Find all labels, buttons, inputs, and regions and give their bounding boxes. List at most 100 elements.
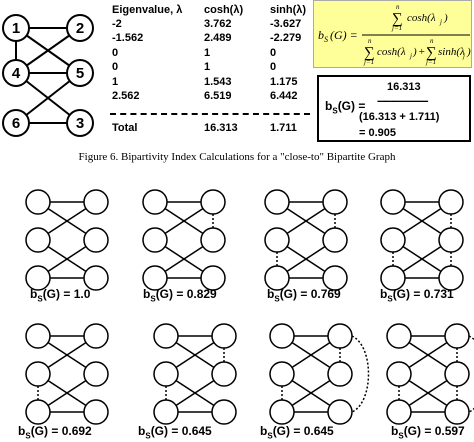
graph-1-node-6 — [83, 265, 109, 291]
graph-5-node-4 — [83, 323, 109, 349]
graph-3-node-6 — [322, 265, 348, 291]
node-1: 1 — [2, 14, 30, 42]
svg-text:∑: ∑ — [364, 45, 375, 61]
graph-4-node-1 — [380, 189, 406, 215]
svg-text:4: 4 — [12, 65, 21, 82]
graph-label-7: bS(G) = 0.645 — [260, 424, 334, 441]
cell-lambda: -1.562 — [112, 32, 144, 44]
graph-7-node-6 — [327, 399, 353, 425]
graph-7-node-1 — [269, 323, 295, 349]
svg-text:j: j — [409, 52, 412, 60]
svg-text:cosh(λ: cosh(λ — [377, 46, 406, 58]
svg-text:+: + — [418, 46, 425, 58]
cell-cosh: 1.543 — [204, 76, 232, 88]
figure-caption: Figure 6. Bipartivity Index Calculations… — [78, 151, 396, 163]
svg-text:sinh(λ: sinh(λ — [438, 46, 465, 58]
graph-label-6: bS(G) = 0.645 — [138, 424, 212, 441]
svg-text:): ) — [443, 12, 448, 24]
svg-text:n: n — [368, 37, 372, 45]
main-graph-nodes: 1 2 4 5 6 3 — [2, 14, 94, 137]
graph-6-node-4 — [211, 323, 237, 349]
header-cosh: cosh(λ) — [204, 4, 244, 16]
svg-text:j: j — [462, 52, 465, 60]
calc-result: = 0.905 — [359, 127, 397, 139]
node-6: 6 — [2, 109, 30, 137]
graph-5-node-2 — [25, 361, 51, 387]
svg-text:3: 3 — [76, 115, 84, 132]
graph-2-node-4 — [200, 189, 226, 215]
cell-sinh: -3.627 — [270, 18, 302, 30]
cell-lambda: 2.562 — [112, 90, 140, 102]
cell-cosh: 6.519 — [204, 90, 232, 102]
cell-sinh: -2.279 — [270, 32, 302, 44]
graph-2-node-5 — [200, 227, 226, 253]
calc-denominator: (16.313 + 1.711) — [359, 111, 440, 123]
svg-text:1: 1 — [12, 20, 20, 37]
graph-1-node-5 — [83, 227, 109, 253]
svg-text:S: S — [324, 35, 328, 44]
cell-lambda: 0 — [112, 61, 119, 73]
graph-7-node-4 — [327, 323, 353, 349]
graph-3-node-4 — [322, 189, 348, 215]
graph-5-node-1 — [25, 323, 51, 349]
graph-4-node-6 — [438, 265, 464, 291]
graph-6-node-6 — [211, 399, 237, 425]
table-divider — [110, 113, 310, 115]
svg-text:∑: ∑ — [426, 45, 437, 61]
cell-lambda: 1 — [112, 76, 119, 88]
graph-8-node-4 — [444, 323, 470, 349]
cell-lambda: 0 — [112, 47, 119, 59]
svg-text:j: j — [439, 18, 442, 26]
graph-6-node-2 — [153, 361, 179, 387]
cell-cosh: 2.489 — [204, 32, 232, 44]
svg-text:(G) =: (G) = — [330, 28, 358, 42]
graph-5-node-6 — [83, 399, 109, 425]
graph-1-node-1 — [25, 189, 51, 215]
graph-2-node-2 — [142, 227, 168, 253]
graph-8-node-2 — [386, 361, 412, 387]
graph-7-node-2 — [269, 361, 295, 387]
graph-6-node-3 — [153, 399, 179, 425]
calc-divider: ------------------- — [377, 95, 429, 107]
graph-2-node-1 — [142, 189, 168, 215]
svg-text:6: 6 — [12, 115, 20, 132]
graph-3-node-3 — [264, 265, 290, 291]
graph-label-8: bS(G) = 0.597 — [391, 424, 465, 441]
svg-text:j=1: j=1 — [391, 24, 402, 32]
graph-8-node-1 — [386, 323, 412, 349]
cell-cosh: 3.762 — [204, 18, 232, 30]
graph-5-node-3 — [25, 399, 51, 425]
graph-1-node-3 — [25, 265, 51, 291]
graph-3-node-5 — [322, 227, 348, 253]
header-sinh: sinh(λ) — [270, 4, 307, 16]
svg-text:j=1: j=1 — [363, 58, 374, 66]
graph-4-node-2 — [380, 227, 406, 253]
header-eigenvalue: Eigenvalue, λ — [112, 4, 183, 16]
graph-label-1: bS(G) = 1.0 — [30, 287, 91, 304]
graph-8-node-6 — [444, 399, 470, 425]
node-4: 4 — [2, 59, 30, 87]
graph-4-node-5 — [438, 227, 464, 253]
graph-label-2: bS(G) = 0.829 — [143, 287, 217, 304]
node-5: 5 — [66, 59, 94, 87]
graph-8-node-3 — [386, 399, 412, 425]
svg-text:j=1: j=1 — [425, 58, 436, 66]
calc-numerator: 16.313 — [387, 81, 421, 93]
graph-label-4: bS(G) = 0.731 — [380, 287, 454, 304]
svg-text:2: 2 — [76, 20, 84, 37]
total-sinh: 1.711 — [270, 122, 297, 134]
cell-sinh: 0 — [270, 47, 277, 59]
svg-text:n: n — [396, 3, 400, 11]
cell-sinh: 1.175 — [270, 76, 298, 88]
calculation-box: bS(G) = 16.313 ------------------- (16.3… — [317, 75, 471, 142]
node-2: 2 — [66, 14, 94, 42]
cell-cosh: 1 — [204, 47, 211, 59]
svg-text:cosh(λ: cosh(λ — [407, 12, 436, 24]
calc-lhs: bS(G) = — [325, 99, 366, 116]
graph-3-node-1 — [264, 189, 290, 215]
node-3: 3 — [66, 109, 94, 137]
graph-5-node-5 — [83, 361, 109, 387]
graph-6-node-1 — [153, 323, 179, 349]
graph-1-node-2 — [25, 227, 51, 253]
graph-variants — [25, 189, 474, 425]
